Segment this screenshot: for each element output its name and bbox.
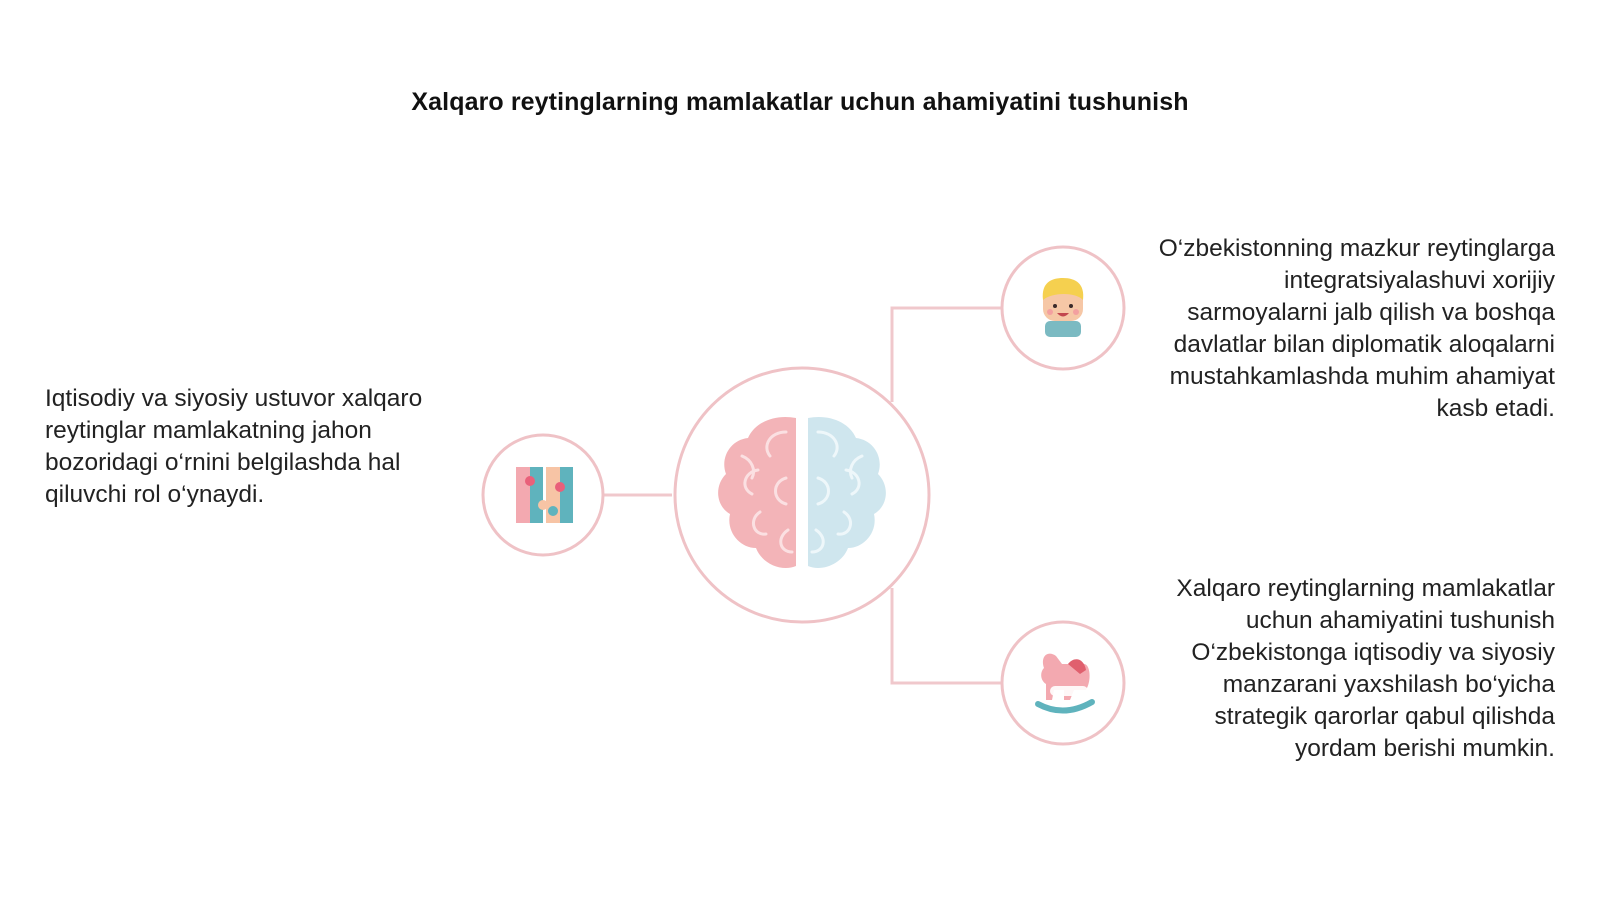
branch-text-top-right: O‘zbekistonning mazkur reytinglarga inte…: [1158, 235, 1555, 422]
branch-node-left: [481, 433, 605, 557]
page-title: Xalqaro reytinglarning mamlakatlar uchun…: [411, 88, 1189, 116]
branch-node-top-right: [1000, 245, 1126, 371]
branch-text-bottom-right: Xalqaro reytinglarning mamlakatlar uchun…: [1176, 575, 1555, 762]
rocking-horse-icon: [1035, 653, 1095, 714]
center-node: [673, 366, 931, 624]
branch-text-left: Iqtisodiy va siyosiy ustuvor xalqaro rey…: [45, 385, 423, 508]
branch-node-bottom-right: [1000, 620, 1126, 746]
connector-bottom-right: [890, 588, 1002, 685]
puzzle-icon: [516, 467, 573, 523]
connector-top-right: [890, 306, 1002, 402]
brain-icon: [718, 416, 886, 568]
child-face-icon: [1042, 278, 1084, 337]
connectors: [602, 306, 1002, 685]
